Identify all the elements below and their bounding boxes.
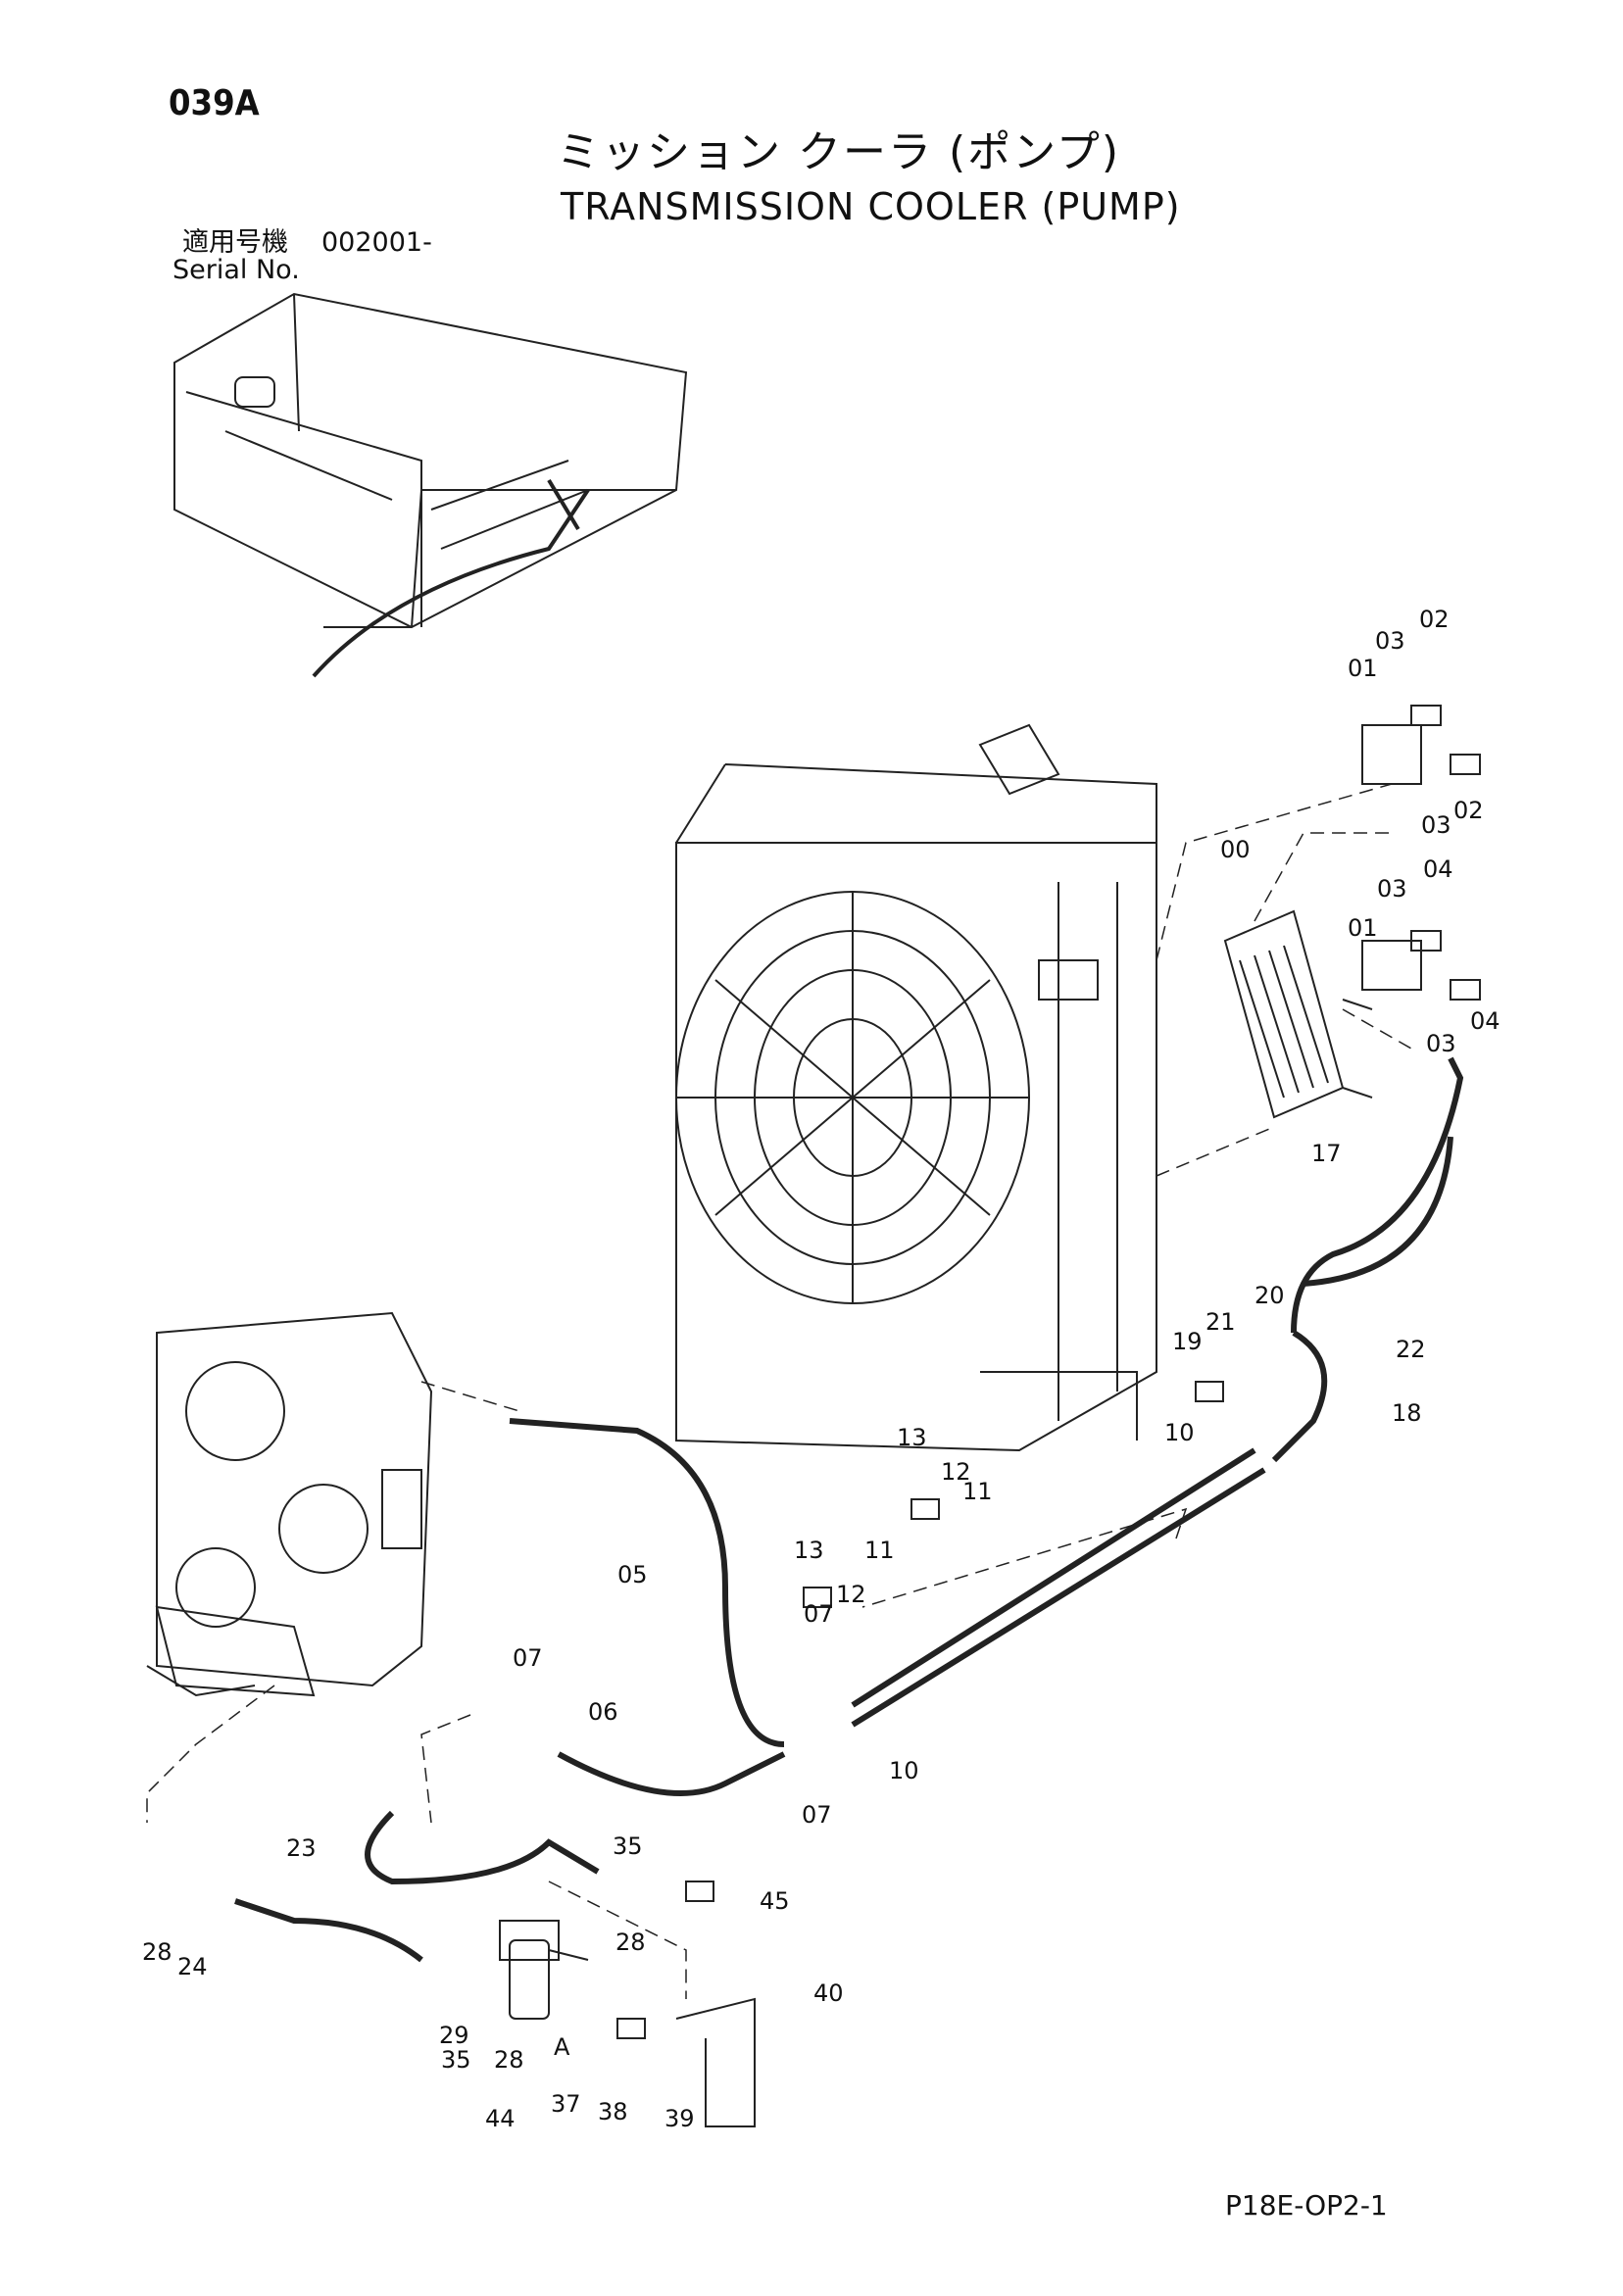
title-japanese: ミッション クーラ (ポンプ) <box>557 127 1120 177</box>
part-callout-13: 13 <box>897 1424 927 1451</box>
hose-17a <box>1291 1056 1464 1334</box>
callout-labels: 0001010202030303030404050607070710101111… <box>142 606 1500 2132</box>
part-callout-17: 17 <box>1311 1140 1342 1167</box>
part-callout-07: 07 <box>513 1644 543 1672</box>
bracket-lower <box>1361 940 1422 991</box>
hose-23 <box>365 1810 600 1885</box>
part-callout-44: 44 <box>485 2105 516 2132</box>
part-callout-03: 03 <box>1421 811 1451 839</box>
part-callout-03: 03 <box>1377 875 1407 903</box>
part-callout-11: 11 <box>864 1537 895 1564</box>
radiator-fan-illustration <box>675 723 1157 1452</box>
oil-cooler-core <box>1223 909 1373 1119</box>
part-callout-05: 05 <box>617 1561 648 1588</box>
serial-number-value: 002001- <box>321 227 432 258</box>
part-callout-28: 28 <box>615 1929 646 1956</box>
serial-label-english: Serial No. <box>172 255 300 285</box>
part-callout-04: 04 <box>1470 1007 1500 1035</box>
part-callout-19: 19 <box>1172 1328 1203 1355</box>
part-callout-24: 24 <box>177 1953 208 1980</box>
part-callout-06: 06 <box>588 1698 618 1726</box>
part-callout-28: 28 <box>494 2046 524 2074</box>
part-callout-07: 07 <box>802 1801 832 1829</box>
hose-29 <box>234 1898 423 1963</box>
machine-overview-illustration <box>173 292 688 678</box>
part-callout-00: 00 <box>1220 836 1251 863</box>
part-callout-10: 10 <box>889 1757 919 1784</box>
title-english: TRANSMISSION COOLER (PUMP) <box>561 185 1181 228</box>
part-callout-10: 10 <box>1164 1419 1195 1446</box>
part-callout-12: 12 <box>836 1581 866 1608</box>
part-callout-02: 02 <box>1453 797 1484 824</box>
part-callout-28: 28 <box>142 1938 172 1966</box>
part-callout-01: 01 <box>1348 914 1378 942</box>
serial-label-japanese: 適用号機 <box>182 227 288 258</box>
hose-05 <box>509 1418 785 1747</box>
page-id: 039A <box>169 83 260 123</box>
part-callout-38: 38 <box>598 2098 628 2125</box>
part-callout-03: 03 <box>1375 627 1405 655</box>
part-callout-40: 40 <box>813 1979 844 2007</box>
part-callout-03: 03 <box>1426 1030 1456 1057</box>
hose-10-upper <box>851 1447 1256 1708</box>
part-callout-02: 02 <box>1419 606 1450 633</box>
part-callout-04: 04 <box>1423 855 1453 883</box>
part-callout-21: 21 <box>1205 1308 1236 1336</box>
hose-17b <box>1303 1136 1453 1287</box>
leader-lines <box>146 783 1412 1999</box>
part-callout-07: 07 <box>804 1600 834 1628</box>
hose-06 <box>557 1751 786 1796</box>
filter-assembly <box>499 1920 756 2127</box>
part-callout-22: 22 <box>1396 1336 1426 1363</box>
part-callout-29: 29 <box>439 2022 469 2049</box>
part-callout-13: 13 <box>794 1537 824 1564</box>
bolts <box>616 705 1481 2039</box>
part-callout-39: 39 <box>664 2105 695 2132</box>
transmission-illustration <box>146 1311 433 1697</box>
hoses <box>234 1056 1464 1963</box>
hose-10-lower <box>851 1467 1266 1728</box>
part-callout-12: 12 <box>941 1458 971 1486</box>
part-callout-18: 18 <box>1392 1399 1422 1427</box>
part-callout-45: 45 <box>760 1887 790 1915</box>
part-callout-35: 35 <box>441 2046 471 2074</box>
part-callout-37: 37 <box>551 2090 581 2118</box>
part-callout-20: 20 <box>1254 1282 1285 1309</box>
part-callout-A: A <box>554 2033 570 2061</box>
hose-18 <box>1271 1330 1328 1463</box>
part-callout-01: 01 <box>1348 655 1378 682</box>
bracket-upper <box>1361 724 1422 785</box>
part-callout-23: 23 <box>286 1834 317 1862</box>
part-callout-11: 11 <box>962 1478 993 1505</box>
part-callout-35: 35 <box>613 1832 643 1860</box>
drawing-code: P18E-OP2-1 <box>1225 2189 1388 2222</box>
